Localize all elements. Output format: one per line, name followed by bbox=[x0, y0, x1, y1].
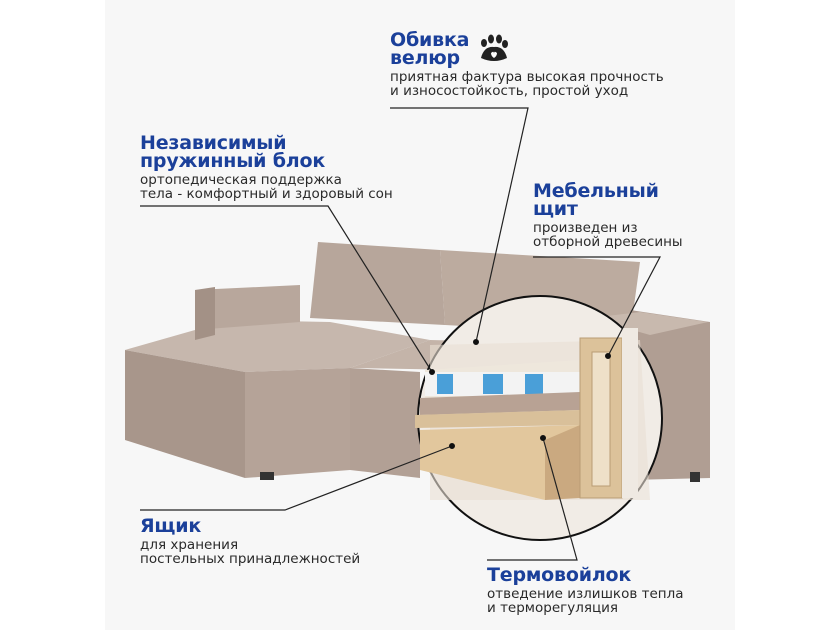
spring-block bbox=[425, 372, 580, 396]
board-title-2: щит bbox=[533, 198, 578, 220]
callout-drawer: Ящик для хранения постельных принадлежно… bbox=[140, 515, 361, 567]
leader-lines bbox=[140, 107, 661, 561]
board-desc-2: отборной древесины bbox=[533, 234, 683, 250]
upholstery-title: Обивка bbox=[390, 29, 470, 51]
drawer-title: Ящик bbox=[140, 515, 202, 537]
springs-desc-2: тела - комфортный и здоровый сон bbox=[140, 186, 393, 202]
sofa bbox=[125, 242, 710, 482]
felt-desc-2: и терморегуляция bbox=[487, 600, 619, 616]
callout-springs: Независимый пружинный блок ортопедическа… bbox=[140, 132, 393, 202]
board-desc-1: произведен из bbox=[533, 220, 638, 236]
upholstery-desc-2: и износостойкость, простой уход bbox=[390, 83, 629, 99]
board-title: Мебельный bbox=[533, 180, 659, 202]
drawer-desc-2: постельных принадлежностей bbox=[140, 551, 361, 567]
callout-upholstery: Обивка велюр приятная фактура высокая пр… bbox=[390, 29, 664, 99]
paw-icon bbox=[481, 34, 508, 61]
drawer-desc-1: для хранения bbox=[140, 537, 239, 553]
callout-board: Мебельный щит произведен из отборной дре… bbox=[533, 180, 683, 250]
springs-title: Независимый bbox=[140, 132, 287, 154]
felt-desc-1: отведение излишков тепла bbox=[487, 586, 684, 602]
springs-desc-1: ортопедическая поддержка bbox=[140, 172, 342, 188]
felt-title: Термовойлок bbox=[487, 564, 632, 586]
leader-dots bbox=[429, 339, 611, 449]
springs-title-2: пружинный блок bbox=[140, 150, 326, 172]
cutaway-detail bbox=[415, 295, 663, 541]
upholstery-title-2: велюр bbox=[390, 47, 460, 69]
upholstery-desc-1: приятная фактура высокая прочность bbox=[390, 69, 664, 85]
callout-felt: Термовойлок отведение излишков тепла и т… bbox=[487, 564, 684, 616]
